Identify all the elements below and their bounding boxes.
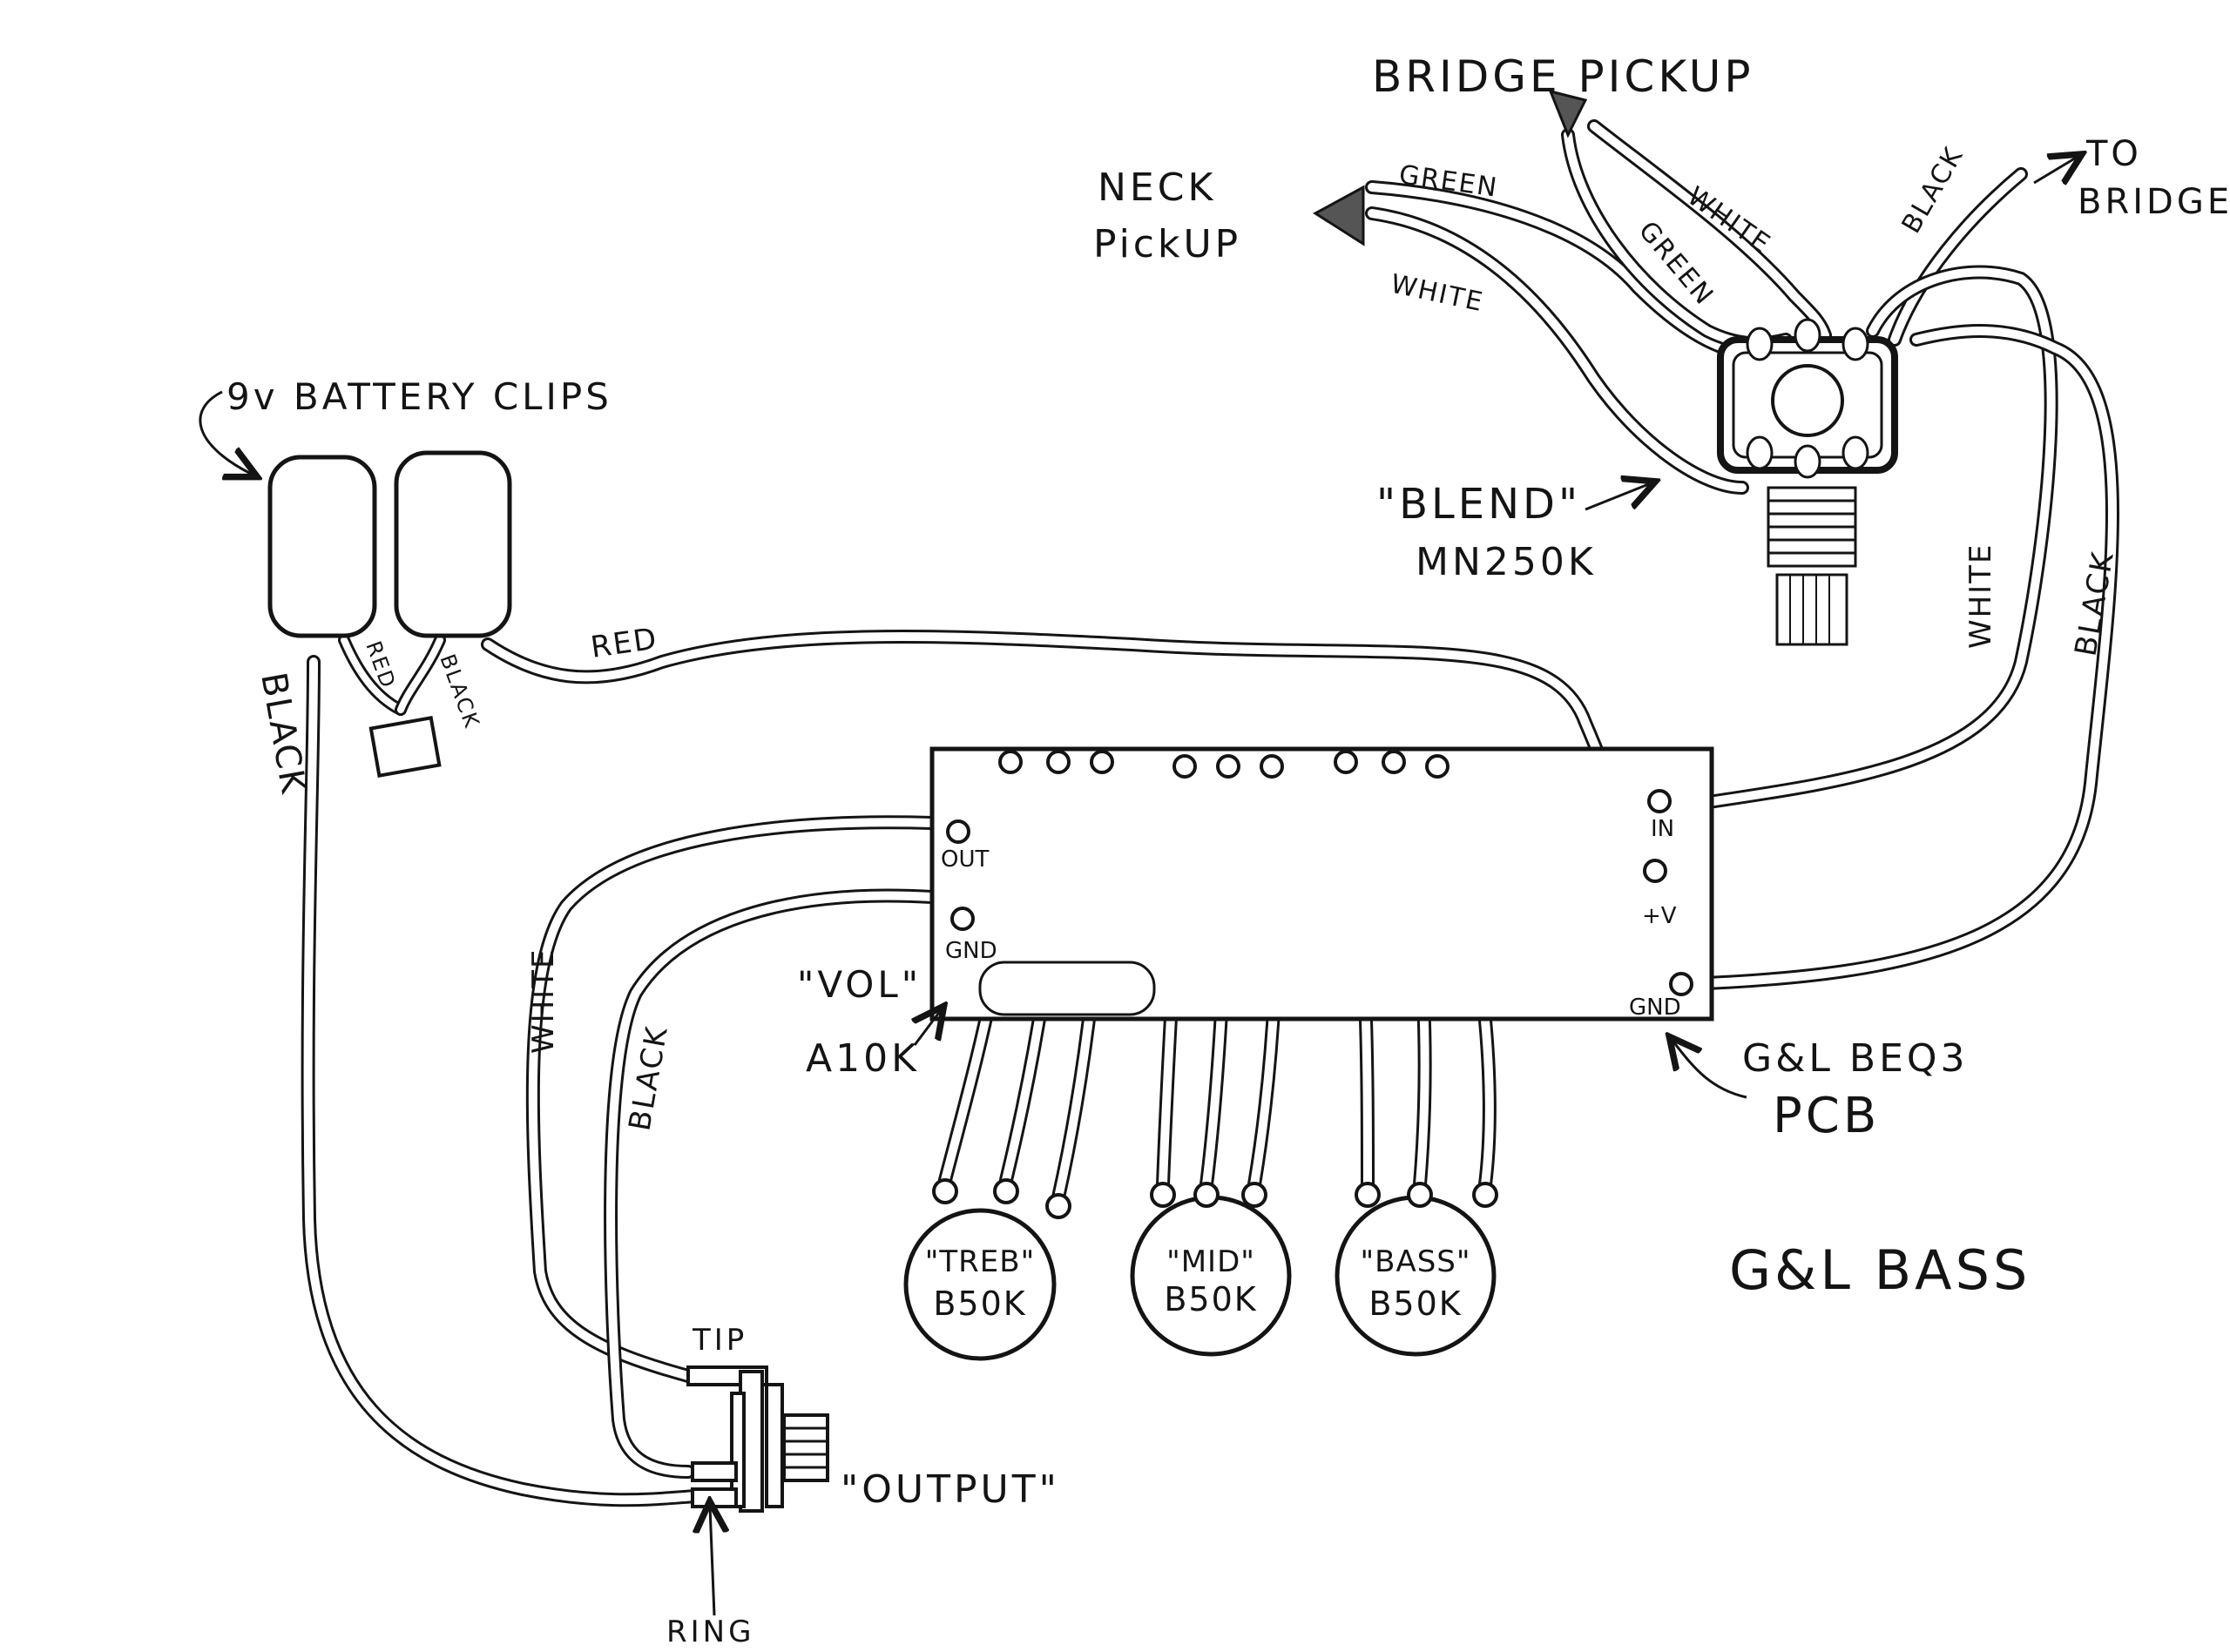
wire-label-black-out: BLACK — [622, 1023, 675, 1134]
neck-pickup-label-line1: NECK — [1098, 165, 1216, 210]
pot-treble-value: B50K — [933, 1285, 1026, 1323]
output-label: "OUTPUT" — [841, 1467, 1060, 1512]
wire-label-black-clip: BLACK — [435, 651, 484, 732]
battery-clips-label: 9v BATTERY CLIPS — [226, 375, 612, 418]
wire-white-out — [525, 815, 939, 1383]
bridge-pickup-arrow — [1548, 89, 1588, 138]
battery-clip-left — [267, 455, 377, 638]
output-jack — [686, 1365, 829, 1513]
wire-label-white-in: WHITE — [1963, 543, 1998, 649]
wire-label-white-out: WHITE — [526, 948, 561, 1054]
wire-label-red-battery: RED — [589, 622, 660, 665]
pcb-label-line1: G&L BEQ3 — [1742, 1036, 1969, 1081]
wires — [301, 119, 2119, 1507]
pcb-in-label: IN — [1651, 816, 1674, 842]
battery-clip-right — [394, 450, 512, 638]
wire-neck-green — [1365, 180, 1749, 360]
wire-black-ring — [301, 655, 704, 1507]
blend-label-line2: MN250K — [1416, 540, 1597, 584]
neck-pickup-label-line2: PickUP — [1093, 222, 1241, 266]
pcb-out-label: OUT — [941, 846, 989, 873]
diagram-title: G&L BASS — [1729, 1238, 2031, 1302]
pcb-plus-v-label: +V — [1642, 903, 1677, 929]
neck-pickup-arrow — [1313, 185, 1365, 246]
wire-label-white-neck: WHITE — [1388, 269, 1486, 319]
wire-clip-black — [395, 634, 446, 716]
wire-label-black-bridge: BLACK — [1896, 141, 1970, 239]
to-bridge-label-line1: TO — [2085, 134, 2142, 174]
pcb-gnd-right-label: GND — [1629, 995, 1681, 1021]
pot-mid-value: B50K — [1164, 1280, 1257, 1318]
pcb-board — [929, 746, 1714, 1022]
pcb-solder-pads — [946, 750, 1693, 996]
vol-label-line1: "VOL" — [797, 963, 922, 1006]
wire-clip-red — [338, 634, 407, 716]
wire-label-black-left: BLACK — [253, 670, 314, 798]
wire-red-battery — [481, 630, 1645, 878]
wire-label-white-bridge: WHITE — [1681, 181, 1776, 260]
annotation-arrows — [199, 157, 2078, 1616]
pot-mid — [1130, 1182, 1292, 1357]
wire-bridge-black — [1888, 167, 2028, 347]
pot-bass-value: B50K — [1368, 1285, 1462, 1323]
wire-bridge-white — [1587, 119, 1832, 342]
pot-bass-name: "BASS" — [1360, 1244, 1470, 1279]
wire-black-gnd — [1679, 324, 2119, 991]
pcb-gnd-left-label: GND — [945, 938, 997, 964]
blend-pot — [1717, 318, 1898, 646]
wire-white-in — [1679, 265, 2058, 813]
pot-treble-name: "TREB" — [925, 1244, 1035, 1279]
pot-treble — [903, 1178, 1071, 1361]
wire-black-out — [604, 888, 939, 1479]
pot-bass — [1335, 1182, 1498, 1357]
tip-label: TIP — [692, 1323, 747, 1358]
ring-label: RING — [666, 1615, 754, 1649]
pcb-label-line2: PCB — [1773, 1088, 1880, 1144]
wire-neck-white — [1365, 206, 1749, 495]
pot-mid-name: "MID" — [1166, 1244, 1255, 1279]
bridge-pickup-label: BRIDGE PICKUP — [1372, 51, 1754, 102]
blend-label-line1: "BLEND" — [1376, 480, 1581, 529]
to-bridge-label-line2: BRIDGE — [2078, 182, 2230, 222]
vol-label-line2: A10K — [806, 1036, 920, 1081]
battery-clip-connector — [368, 716, 442, 778]
